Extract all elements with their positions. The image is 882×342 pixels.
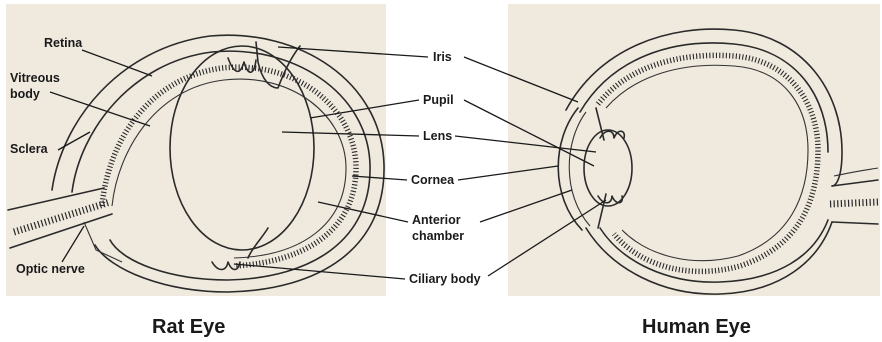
label-lens: Lens bbox=[423, 129, 452, 143]
label-cornea: Cornea bbox=[411, 173, 455, 187]
label-anterior-chamber-line1: Anterior bbox=[412, 213, 461, 227]
rat-eye-panel: Retina Vitreous body Sclera Optic nerve … bbox=[6, 4, 386, 338]
human-eye-caption: Human Eye bbox=[642, 316, 751, 338]
label-optic-nerve: Optic nerve bbox=[16, 262, 85, 276]
label-sclera: Sclera bbox=[10, 142, 49, 156]
label-vitreous-body-line2: body bbox=[10, 87, 40, 101]
label-anterior-chamber-line2: chamber bbox=[412, 229, 464, 243]
label-iris: Iris bbox=[433, 50, 452, 64]
label-ciliary-body: Ciliary body bbox=[409, 272, 481, 286]
rat-eye-caption: Rat Eye bbox=[152, 316, 225, 338]
label-retina: Retina bbox=[44, 36, 83, 50]
human-eye-panel: Human Eye bbox=[508, 4, 880, 338]
label-vitreous-body-line1: Vitreous bbox=[10, 71, 60, 85]
label-pupil: Pupil bbox=[423, 93, 454, 107]
